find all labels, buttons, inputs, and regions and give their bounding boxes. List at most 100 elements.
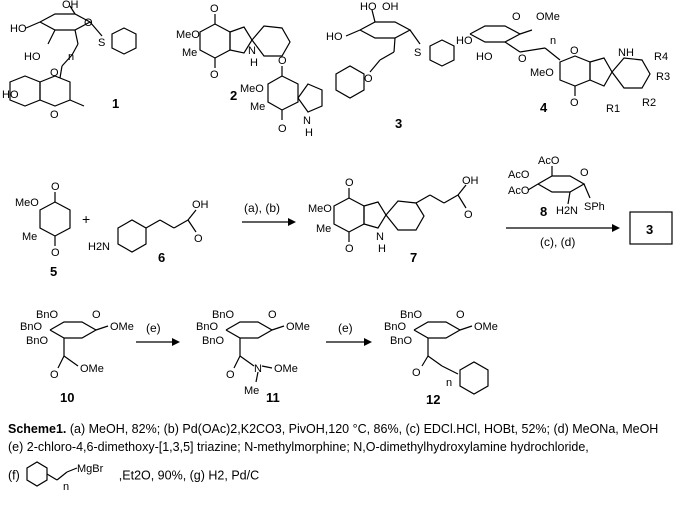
compound-7-label-0: MeO	[308, 203, 332, 215]
compound-2-number: 2	[230, 88, 237, 103]
compound-8-label-0: AcO	[538, 155, 560, 167]
compound-7-label-1: Me	[316, 223, 331, 235]
compound-1-label-8: HO	[2, 89, 19, 101]
compound-11-label-1: BnO	[196, 321, 218, 333]
scheme-caption: Scheme1. (a) MeOH, 82%; (b) Pd(OAc)2,K2C…	[8, 420, 696, 496]
compound-4-label-11: MeO	[530, 67, 554, 79]
compound-10-structure: BnO BnO BnO O OMe O OMe 10	[20, 309, 134, 405]
compound-7-label-4: N	[376, 231, 384, 243]
compound-1-label-5: O	[84, 17, 93, 29]
compound-1-label-1: HO	[10, 23, 27, 35]
compound-1-label-7: O	[50, 109, 59, 121]
compound-3-label-8: Me	[250, 101, 265, 113]
compound-11-label-3: O	[268, 309, 277, 321]
compound-4-label-12: O	[570, 45, 579, 57]
compound-12-label-2: BnO	[390, 335, 412, 347]
compound-6-number: 6	[158, 250, 165, 265]
compound-3-label-10: O	[278, 123, 287, 135]
compound-4-label-1: HO	[476, 51, 493, 63]
compound-10-label-6: OMe	[80, 363, 104, 375]
compound-4-label-0: HO	[456, 35, 473, 47]
caption-line-2: (e) 2-chloro-4,6-dimethoxy-[1,3,5] triaz…	[8, 440, 589, 454]
compound-11-structure: BnO BnO BnO O OMe O N OMe Me 11	[196, 309, 310, 405]
compound-2-label-3: O	[210, 69, 219, 81]
compound-12-label-0: BnO	[400, 309, 422, 321]
arrow-step-2: (c), (d)	[506, 224, 620, 249]
compound-11-label-5: O	[226, 369, 235, 381]
compound-11-label-7: OMe	[274, 363, 298, 375]
compound-2-label-1: Me	[182, 47, 197, 59]
compound-12-structure: BnO BnO BnO O OMe O n 12	[384, 309, 498, 407]
arrow-step-4: (e)	[326, 321, 372, 346]
compound-3-label-3: S	[414, 47, 421, 59]
compound-3-label-4: O	[364, 73, 373, 85]
compound-8-number: 8	[540, 204, 547, 219]
compound-6-structure: H2N OH O 6	[88, 199, 209, 265]
compound-8-structure: AcO AcO AcO O H2N SPh 8	[508, 155, 605, 219]
compound-3-label-0: HO	[360, 1, 377, 13]
compound-2-label-2: O	[210, 3, 219, 15]
compound-10-label-5: O	[50, 369, 59, 381]
compound-3-structure: HO HO OH S O N H MeO Me O O 3	[240, 1, 455, 139]
compound-8-label-3: O	[580, 167, 589, 179]
compound-8-label-1: AcO	[508, 169, 530, 181]
arrow-step-1: (a), (b)	[242, 201, 296, 226]
boxed-product: 3	[629, 211, 673, 245]
compound-6-label-1: OH	[192, 199, 209, 211]
compound-4-label-3: OMe	[536, 11, 560, 23]
grignard-label-mgbr: MgBr	[77, 463, 104, 475]
compound-12-number: 12	[426, 392, 440, 407]
plus-sign: +	[82, 211, 90, 227]
compound-12-label-5: O	[412, 367, 421, 379]
compound-11-label-2: BnO	[202, 335, 224, 347]
compound-2-label-0: MeO	[176, 29, 200, 41]
compound-1-structure: HO HO OH n S O O O HO 1	[2, 0, 137, 121]
compound-10-label-1: BnO	[20, 321, 42, 333]
compound-11-label-0: BnO	[212, 309, 234, 321]
arrow-step-1-label: (a), (b)	[244, 201, 280, 215]
compound-11-number: 11	[266, 390, 280, 405]
compound-10-label-3: O	[92, 309, 101, 321]
compound-4-label-2: O	[512, 11, 521, 23]
compound-3-label-2: OH	[382, 1, 399, 13]
compound-10-label-2: BnO	[26, 335, 48, 347]
caption-title: Scheme1.	[8, 422, 67, 436]
compound-5-structure: MeO Me O O 5	[15, 181, 71, 279]
compound-8-label-5: SPh	[584, 201, 605, 213]
compound-4-label-7: R4	[654, 51, 668, 63]
compound-2-label-4: N	[248, 45, 256, 57]
compound-7-label-6: OH	[462, 175, 479, 187]
compound-10-label-4: OMe	[110, 321, 134, 333]
compound-6-label-2: O	[194, 233, 203, 245]
arrow-step-4-label: (e)	[338, 321, 353, 335]
compound-8-label-2: AcO	[508, 185, 530, 197]
caption-line-1: Scheme1. (a) MeOH, 82%; (b) Pd(OAc)2,K2C…	[8, 420, 696, 438]
compound-7-label-7: O	[464, 209, 473, 221]
compound-10-number: 10	[60, 390, 74, 405]
scheme-drawing: HO HO OH n S O O O HO 1 MeO Me O O N H 2	[2, 0, 673, 407]
compound-3-label-1: HO	[326, 31, 343, 43]
compound-7-label-5: H	[378, 243, 386, 255]
compound-1-label-4: S	[98, 37, 105, 49]
arrow-step-3-label: (e)	[146, 321, 161, 335]
compound-12-label-1: BnO	[384, 321, 406, 333]
compound-1-label-3: n	[68, 51, 74, 63]
caption-line-1-text: (a) MeOH, 82%; (b) Pd(OAc)2,K2CO3, PivOH…	[69, 422, 659, 436]
compound-3-label-7: MeO	[240, 83, 264, 95]
compound-12-label-3: O	[456, 309, 465, 321]
compound-4-label-4: O	[518, 53, 527, 65]
compound-8-label-4: H2N	[556, 205, 578, 217]
compound-4-label-10: R1	[606, 103, 620, 115]
arrow-step-3: (e)	[136, 321, 180, 346]
compound-11-label-4: OMe	[286, 321, 310, 333]
compound-10-label-0: BnO	[36, 309, 58, 321]
compound-7-number: 7	[410, 250, 417, 265]
compound-5-label-0: MeO	[15, 197, 39, 209]
compound-5-number: 5	[50, 264, 57, 279]
compound-11-label-6: N	[254, 363, 262, 375]
compound-1-number: 1	[112, 96, 119, 111]
compound-5-label-3: O	[51, 247, 60, 259]
compound-7-structure: MeO Me O O N H OH O 7	[308, 175, 479, 265]
boxed-product-number: 3	[646, 222, 653, 237]
